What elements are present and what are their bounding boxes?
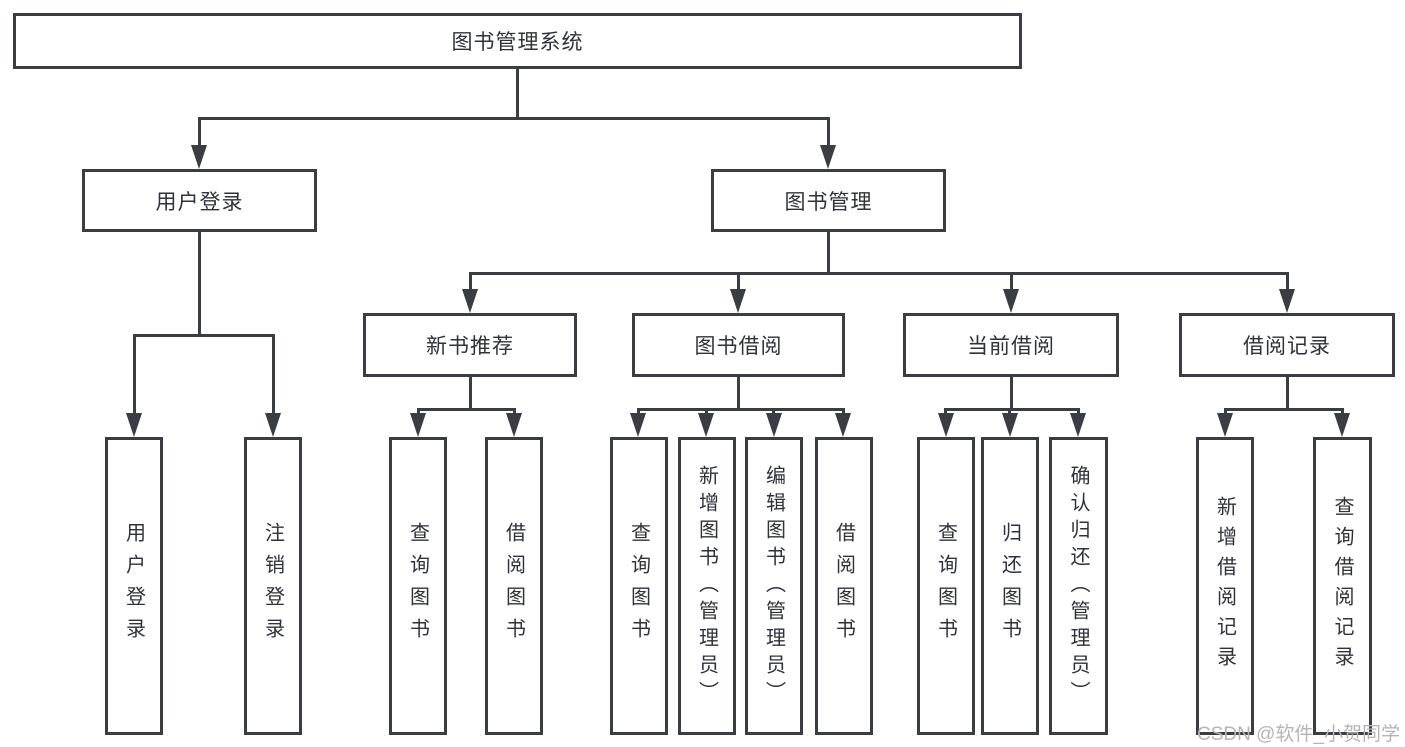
arrow-down-borrow-books-2 — [835, 413, 851, 437]
leaf-query-books-under-recommend: 查询图书 — [389, 437, 447, 735]
node-borrow-records: 借阅记录 — [1179, 313, 1395, 377]
arrow-down-book-management — [820, 145, 836, 169]
connector-stub-user-login — [198, 117, 201, 148]
leaf-add-books-admin: 新增图书（管理员） — [678, 437, 736, 735]
connector-stub-query-books-2 — [637, 408, 640, 416]
arrow-down-current-borrow — [1003, 289, 1019, 313]
arrow-down-add-record — [1217, 413, 1233, 437]
leaf-return-books-label: 归还图书 — [998, 522, 1021, 650]
leaf-confirm-return-label: 确认归还（管理员） — [1067, 464, 1089, 708]
arrow-down-query-books-3 — [938, 413, 954, 437]
arrow-down-return-books — [1002, 413, 1018, 437]
connector-stub-confirm-return — [1077, 408, 1080, 416]
connector-stub-current-borrow — [1010, 272, 1013, 292]
leaf-query-borrow-record: 查询借阅记录 — [1313, 437, 1372, 735]
arrow-down-query-books-1 — [410, 413, 426, 437]
connector-currentborrow-horizontal — [944, 408, 1080, 411]
connector-bookborrow-vertical — [737, 377, 740, 408]
connector-bookmgmt-horizontal — [469, 272, 1289, 275]
leaf-query-books-2-label: 查询图书 — [627, 522, 650, 650]
connector-stub-book-borrow — [737, 272, 740, 292]
arrow-down-add-books — [698, 413, 714, 437]
arrow-down-confirm-return — [1070, 413, 1086, 437]
connector-userlogin-vertical — [198, 232, 201, 334]
leaf-return-books: 归还图书 — [981, 437, 1039, 735]
node-current-borrow: 当前借阅 — [903, 313, 1119, 377]
arrow-down-borrow-records — [1279, 289, 1295, 313]
node-user-login: 用户登录 — [82, 169, 317, 232]
leaf-query-record-label: 查询借阅记录 — [1331, 496, 1353, 676]
leaf-query-books-under-borrow: 查询图书 — [610, 437, 668, 735]
connector-stub-new-book — [469, 272, 472, 292]
connector-bookborrow-horizontal — [637, 408, 845, 411]
connector-stub-return-books — [1008, 408, 1011, 416]
node-root-library-system: 图书管理系统 — [13, 13, 1022, 69]
arrow-down-new-book — [462, 289, 478, 313]
connector-stub-borrow-books-2 — [842, 408, 845, 416]
leaf-edit-books-admin: 编辑图书（管理员） — [745, 437, 803, 735]
connector-stub-borrow-books-1 — [513, 408, 516, 416]
connector-stub-edit-books — [772, 408, 775, 416]
node-book-management: 图书管理 — [711, 169, 946, 232]
arrow-down-borrow-books-1 — [506, 413, 522, 437]
connector-records-vertical — [1286, 377, 1289, 408]
leaf-query-books-1-label: 查询图书 — [406, 522, 429, 650]
connector-records-horizontal — [1224, 408, 1344, 411]
leaf-confirm-return-admin: 确认归还（管理员） — [1049, 437, 1108, 735]
connector-stub-query-books-1 — [417, 408, 420, 416]
leaf-logout-label: 注销登录 — [261, 522, 284, 650]
arrow-down-user-login — [191, 145, 207, 169]
leaf-logout: 注销登录 — [244, 437, 302, 735]
connector-stub-query-books-3 — [944, 408, 947, 416]
connector-stub-login-leaf — [133, 334, 136, 416]
connector-currentborrow-vertical — [1010, 377, 1013, 408]
arrow-down-login-leaf — [126, 413, 142, 437]
leaf-user-login: 用户登录 — [105, 437, 163, 735]
leaf-add-borrow-record: 新增借阅记录 — [1196, 437, 1254, 735]
arrow-down-edit-books — [766, 413, 782, 437]
leaf-borrow-books-1-label: 借阅图书 — [502, 522, 525, 650]
arrow-down-book-borrow — [730, 289, 746, 313]
leaf-borrow-books-under-recommend: 借阅图书 — [485, 437, 543, 735]
leaf-add-books-label: 新增图书（管理员） — [695, 464, 718, 708]
connector-root-horizontal — [198, 117, 830, 120]
leaf-add-record-label: 新增借阅记录 — [1213, 496, 1236, 676]
connector-root-vertical — [516, 69, 519, 117]
connector-recommend-horizontal — [417, 408, 516, 411]
connector-userlogin-horizontal — [133, 334, 274, 337]
leaf-borrow-books-under-borrow: 借阅图书 — [815, 437, 873, 735]
connector-stub-borrow-records — [1286, 272, 1289, 292]
connector-stub-add-record — [1224, 408, 1227, 416]
connector-recommend-vertical — [469, 377, 472, 408]
connector-stub-add-books — [705, 408, 708, 416]
connector-stub-query-record — [1341, 408, 1344, 416]
leaf-query-books-3-label: 查询图书 — [934, 522, 957, 650]
connector-bookmgmt-vertical — [827, 232, 830, 272]
arrow-down-query-record — [1334, 413, 1350, 437]
node-new-book-recommend: 新书推荐 — [363, 313, 577, 377]
connector-stub-logout-leaf — [272, 334, 275, 416]
arrow-down-query-books-2 — [630, 413, 646, 437]
csdn-watermark: CSDN @软件_小贺同学 — [1197, 724, 1400, 745]
connector-stub-book-management — [827, 117, 830, 148]
arrow-down-logout-leaf — [265, 413, 281, 437]
leaf-query-books-under-current: 查询图书 — [917, 437, 975, 735]
node-book-borrow: 图书借阅 — [632, 313, 845, 377]
leaf-borrow-books-2-label: 借阅图书 — [832, 522, 855, 650]
leaf-user-login-label: 用户登录 — [122, 522, 145, 650]
leaf-edit-books-label: 编辑图书（管理员） — [762, 464, 785, 708]
